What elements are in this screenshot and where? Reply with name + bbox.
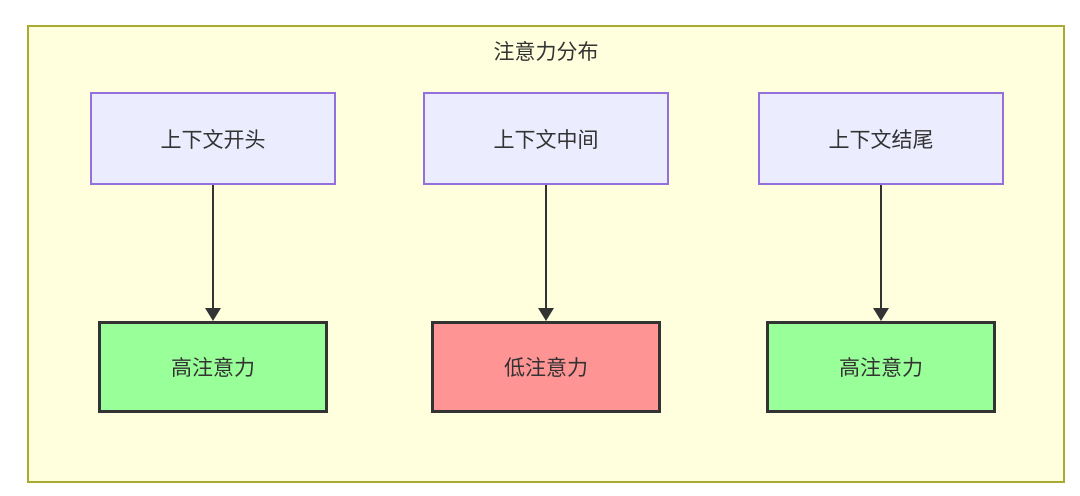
arrow-down-icon: [873, 308, 889, 321]
node-attention-low: 低注意力: [431, 321, 661, 413]
diagram-title: 注意力分布: [493, 41, 599, 64]
node-context-end: 上下文结尾: [758, 92, 1004, 185]
arrow-down-icon: [538, 308, 554, 321]
edge-line: [880, 185, 882, 308]
node-context-start-label: 上下文开头: [160, 128, 266, 152]
node-context-end-label: 上下文结尾: [828, 128, 934, 152]
diagram-container: 注意力分布 上下文开头 高注意力 上下文中间 低注意力 上下文结尾: [27, 25, 1065, 483]
node-attention-low-label: 低注意力: [504, 357, 588, 380]
edge-line: [212, 185, 214, 308]
edge-arrow-end: [873, 185, 889, 321]
edge-line: [545, 185, 547, 308]
node-attention-high-2-label: 高注意力: [839, 357, 923, 380]
node-attention-high-2: 高注意力: [766, 321, 996, 413]
node-context-middle: 上下文中间: [423, 92, 669, 185]
node-attention-high-1-label: 高注意力: [171, 357, 255, 380]
edge-arrow-middle: [538, 185, 554, 321]
flow-column-start: 上下文开头 高注意力: [90, 92, 336, 413]
node-context-start: 上下文开头: [90, 92, 336, 185]
edge-arrow-start: [205, 185, 221, 321]
flow-column-middle: 上下文中间 低注意力: [423, 92, 669, 413]
flow-column-end: 上下文结尾 高注意力: [758, 92, 1004, 413]
node-attention-high-1: 高注意力: [98, 321, 328, 413]
arrow-down-icon: [205, 308, 221, 321]
node-context-middle-label: 上下文中间: [493, 128, 599, 152]
